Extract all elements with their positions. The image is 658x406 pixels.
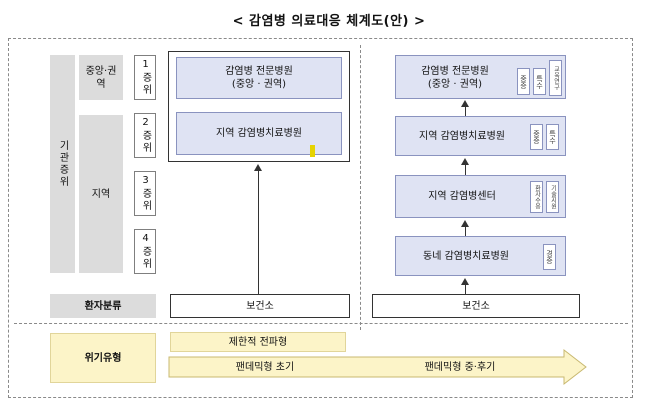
proposed-specialized-hospital: 감염병 전문병원 (중앙 · 권역) 중증 특수 교육연구: [395, 55, 566, 99]
current-arrow-line: [258, 170, 259, 294]
level-1-box: 1증위: [134, 55, 156, 100]
pandemic-early-label: 팬데믹형 초기: [235, 361, 295, 373]
yellow-marker: [310, 145, 315, 157]
current-regional-hospital: 지역 감염병치료병원: [176, 112, 342, 155]
proposed-neighborhood-hospital: 동네 감염병치료병원 경증: [395, 236, 566, 276]
level-2-box: 2증위: [134, 113, 156, 158]
tag-technical-support: 기술지원: [546, 181, 559, 213]
proposed-specialized-text: 감염병 전문병원 (중앙 · 권역): [396, 62, 514, 94]
current-specialized-hospital: 감염병 전문병원 (중앙 · 권역): [176, 57, 342, 99]
proposed-arrow-3-head: [461, 220, 469, 227]
outer-frame: [8, 38, 633, 398]
proposed-arrow-4-head: [461, 278, 469, 285]
level-4-box: 4증위: [134, 229, 156, 274]
pandemic-arrow: [168, 348, 587, 386]
central-region-label: 중앙·권역: [79, 55, 123, 100]
proposed-health-center: 보건소: [372, 294, 580, 318]
tag-patient-admission: 환자수용: [530, 181, 543, 213]
patient-class-label: 환자분류: [50, 294, 156, 318]
tag-severe: 중증: [517, 68, 530, 95]
proposed-specialized-hospital-sub: (중앙 · 권역): [427, 79, 483, 90]
tag-special-2: 특수: [546, 124, 559, 150]
proposed-specialized-hospital-name: 감염병 전문병원: [421, 66, 489, 77]
institution-level-label: 기관증위: [50, 55, 75, 273]
current-proposed-divider: [360, 45, 361, 330]
tag-education-research: 교육연구: [549, 60, 562, 96]
tag-mild: 경증: [543, 244, 556, 270]
current-specialized-hospital-sub: (중앙 · 권역): [231, 79, 287, 90]
pandemic-mid-late-label: 팬데믹형 중·후기: [424, 361, 496, 373]
proposed-arrow-2-head: [461, 158, 469, 165]
proposed-neighborhood-text: 동네 감염병치료병원: [423, 250, 509, 262]
tag-severe-2: 중증: [530, 124, 543, 150]
crisis-divider: [14, 323, 628, 324]
proposed-arrow-1-head: [461, 100, 469, 107]
proposed-infectious-center: 지역 감염병센터 환자수용 기술지원: [395, 175, 566, 218]
current-specialized-hospital-name: 감염병 전문병원: [225, 66, 293, 77]
proposed-center-text: 지역 감염병센터: [428, 191, 496, 202]
proposed-arrow-1-line: [465, 106, 466, 116]
proposed-arrow-3-line: [465, 226, 466, 236]
diagram-title: < 감염병 의료대응 체계도(안) >: [232, 14, 426, 29]
region-label: 지역: [79, 115, 123, 273]
proposed-regional-hospital: 지역 감염병치료병원 중증 특수: [395, 116, 566, 156]
limited-spread-box: 제한적 전파형: [170, 332, 346, 352]
current-health-center: 보건소: [170, 294, 350, 318]
level-3-box: 3증위: [134, 171, 156, 216]
current-arrow-head: [254, 164, 262, 171]
tag-special: 특수: [533, 68, 546, 95]
crisis-type-label: 위기유형: [50, 333, 156, 383]
proposed-arrow-4-line: [465, 284, 466, 294]
proposed-arrow-2-line: [465, 164, 466, 175]
proposed-regional-text: 지역 감염병치료병원: [419, 130, 505, 142]
